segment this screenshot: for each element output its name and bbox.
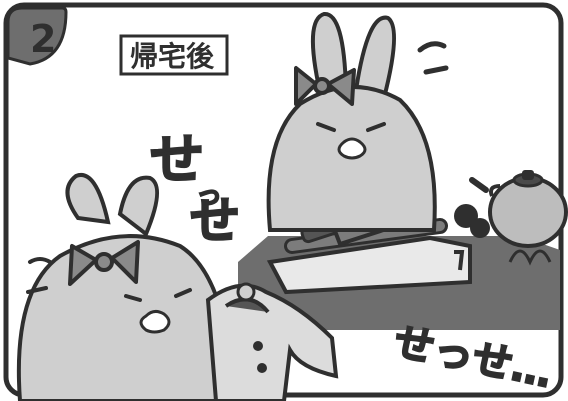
- panel-number: 2: [30, 17, 56, 61]
- caption-box: 帰宅後: [119, 34, 229, 76]
- rabbit-cooking: [266, 12, 449, 232]
- sfx-top-se-2: せ: [190, 192, 240, 250]
- panel-number-badge: 2: [6, 6, 68, 66]
- sfx-top-se-1: せ: [150, 128, 204, 191]
- cutting-board: [266, 235, 472, 295]
- caption-text: 帰宅後: [130, 40, 215, 73]
- kettle-illustration: [469, 170, 568, 266]
- hair-bow: [294, 66, 356, 106]
- hair-bow-foreground: [68, 240, 140, 286]
- coat: [205, 282, 339, 401]
- sfx-top: せ っ せ: [149, 127, 241, 251]
- sfx-top-small-tsu: っ: [196, 181, 222, 211]
